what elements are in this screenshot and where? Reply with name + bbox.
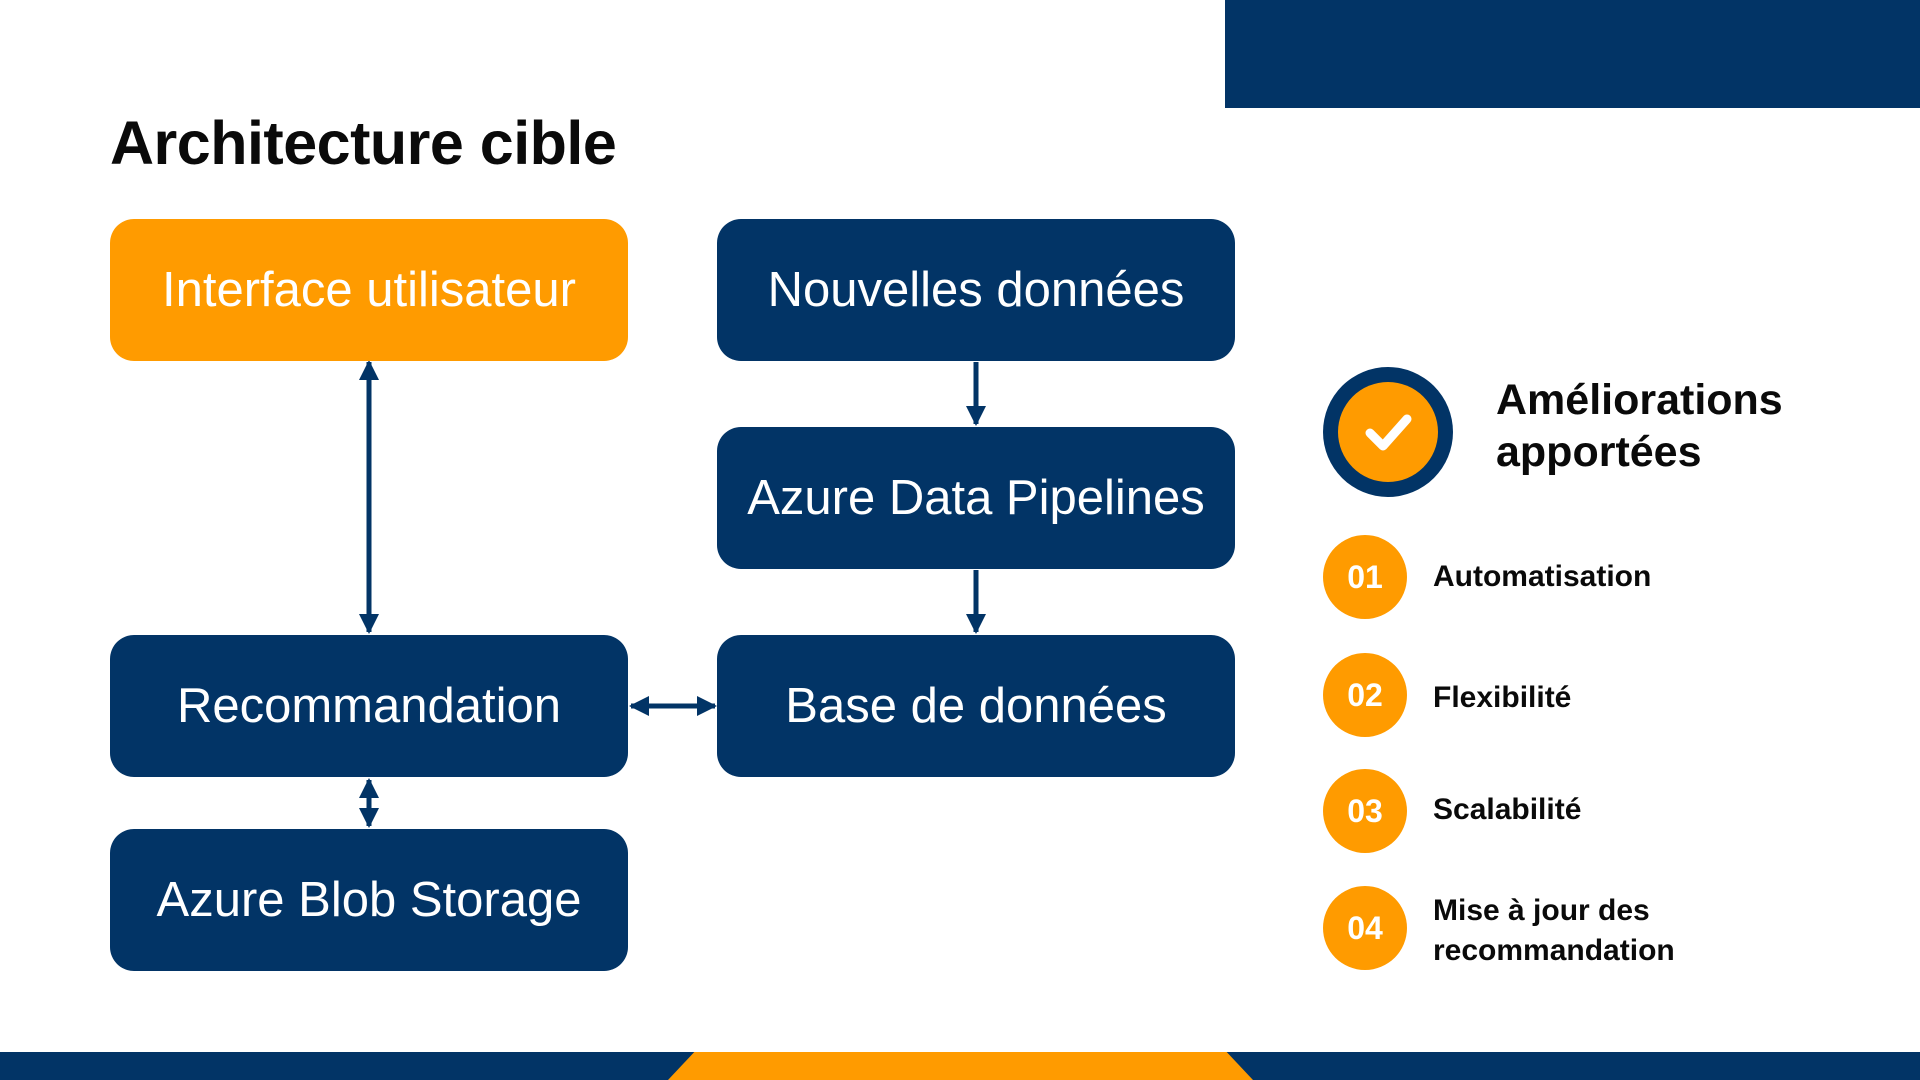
- node-recommandation: Recommandation: [110, 635, 628, 777]
- item-label-automatisation: Automatisation: [1433, 560, 1652, 593]
- node-azure-data-pipelines: Azure Data Pipelines: [717, 427, 1235, 569]
- improvements-title-line2: apportées: [1496, 428, 1702, 476]
- item-label-mise-a-jour-line2: recommandation: [1433, 934, 1675, 967]
- top-right-decor-bar: [1225, 0, 1920, 108]
- item-label-scalabilite: Scalabilité: [1433, 793, 1582, 826]
- page-title: Architecture cible: [110, 109, 617, 177]
- item-number-02: 02: [1323, 653, 1407, 737]
- item-label-mise-a-jour: Mise à jour des recommandation: [1433, 891, 1675, 971]
- bottom-accent-trapezoid: [668, 1052, 1253, 1080]
- item-number-03: 03: [1323, 769, 1407, 853]
- checkmark-badge: [1323, 367, 1453, 497]
- node-nouvelles-donnees: Nouvelles données: [717, 219, 1235, 361]
- node-base-de-donnees: Base de données: [717, 635, 1235, 777]
- item-label-flexibilite: Flexibilité: [1433, 681, 1572, 714]
- node-azure-blob-storage: Azure Blob Storage: [110, 829, 628, 971]
- checkmark-icon: [1365, 414, 1412, 451]
- improvements-title-line1: Améliorations: [1496, 376, 1783, 424]
- item-number-04: 04: [1323, 886, 1407, 970]
- item-number-01: 01: [1323, 535, 1407, 619]
- item-label-mise-a-jour-line1: Mise à jour des: [1433, 894, 1650, 927]
- node-interface-utilisateur: Interface utilisateur: [110, 219, 628, 361]
- improvements-title: Améliorations apportées: [1496, 374, 1783, 478]
